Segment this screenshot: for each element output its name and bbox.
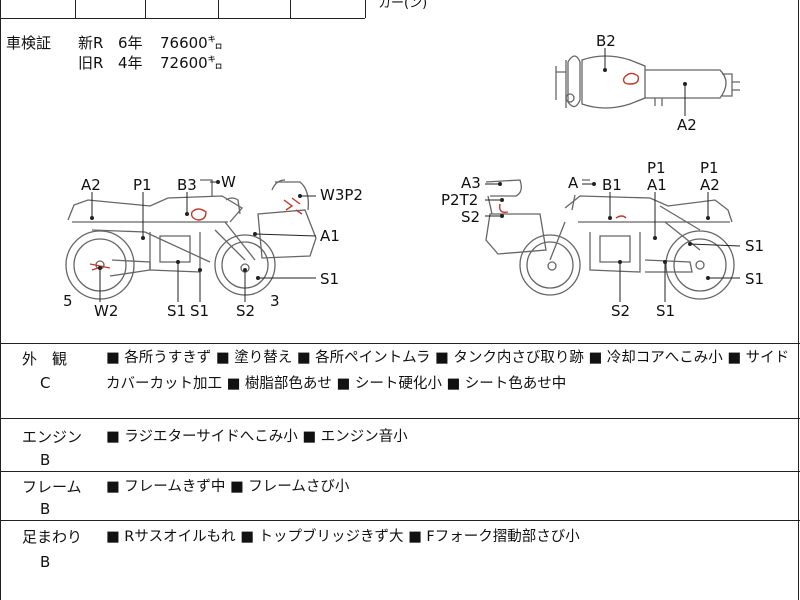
inspection-new-km: 76600㌔: [160, 34, 223, 52]
top-divider-3: [145, 0, 146, 18]
label-right-p1-b: P1: [700, 159, 719, 177]
label-top-b2: B2: [596, 32, 616, 50]
section-note-line: ■ フレームきず中 ■ フレームさび小: [106, 479, 350, 495]
inspection-label: 車検証: [6, 34, 52, 52]
label-right-a: A: [568, 174, 579, 192]
table-top-rule: [0, 343, 800, 344]
section-title: フレーム: [22, 478, 82, 496]
label-left-3: 3: [270, 292, 280, 310]
label-left-s1-right: S1: [320, 270, 340, 288]
label-right-p1-a: P1: [647, 159, 666, 177]
table-rule-3: [0, 520, 800, 521]
label-left-p1: P1: [133, 176, 152, 194]
table-rule-2: [0, 471, 800, 472]
label-left-a1: A1: [320, 227, 340, 245]
label-right-a3: A3: [461, 174, 481, 192]
label-right-b1: B1: [602, 176, 622, 194]
top-view-drawing: [555, 55, 740, 109]
section-grade: B: [40, 553, 51, 571]
section-note-line: カバーカット加工 ■ 樹脂部色あせ ■ シート硬化小 ■ シート色あせ中: [106, 376, 567, 392]
top-partial-text: カー(ン): [378, 0, 428, 11]
label-left-w: W: [221, 173, 236, 191]
label-right-a2: A2: [700, 176, 720, 194]
top-divider-4: [218, 0, 219, 18]
inspection-new-years: 6年: [118, 34, 143, 52]
label-left-5: 5: [63, 292, 73, 310]
left-side-view-drawing: [65, 179, 317, 300]
top-divider-2: [75, 0, 76, 18]
label-right-s1-bottom: S1: [656, 302, 676, 320]
label-left-a2: A2: [81, 176, 101, 194]
label-left-b3: B3: [177, 176, 197, 194]
label-right-s2-top: S2: [461, 208, 481, 226]
label-right-s1-upper: S1: [745, 237, 765, 255]
section-note-line: ■ 各所うすきず ■ 塗り替え ■ 各所ペイントムラ ■ タンク内さび取り跡 ■…: [106, 350, 790, 366]
section-grade: C: [40, 374, 51, 392]
label-right-s1-lower: S1: [745, 270, 765, 288]
top-divider-5: [290, 0, 291, 18]
label-left-w3p2: W3P2: [320, 186, 363, 204]
label-left-s1-b: S1: [190, 302, 210, 320]
label-top-a2: A2: [677, 116, 697, 134]
section-title: 外 観: [22, 350, 68, 368]
label-left-s1-a: S1: [167, 302, 187, 320]
table-rule-1: [0, 418, 800, 419]
section-note-line: ■ Rサスオイルもれ ■ トップブリッジきず大 ■ Fフォーク摺動部さび小: [106, 529, 580, 545]
label-right-p2t2: P2T2: [441, 191, 479, 209]
section-grade: B: [40, 451, 51, 469]
label-left-w2: W2: [94, 302, 119, 320]
inspection-old-km: 72600㌔: [160, 54, 223, 72]
inspection-old-type: 旧R: [78, 54, 104, 72]
section-title: エンジン: [22, 428, 83, 446]
right-border: [798, 0, 799, 600]
section-title: 足まわり: [22, 528, 83, 546]
label-right-a1: A1: [647, 176, 667, 194]
label-right-s2-bottom: S2: [611, 302, 631, 320]
section-note-line: ■ ラジエターサイドへこみ小 ■ エンジン音小: [106, 429, 408, 445]
label-left-s2: S2: [236, 302, 256, 320]
top-divider-1: [0, 0, 1, 600]
section-grade: B: [40, 500, 51, 518]
motorcycle-diagram: [65, 48, 741, 302]
top-border: [0, 18, 365, 19]
defect-marks: [89, 72, 640, 271]
inspection-old-years: 4年: [118, 54, 143, 72]
right-side-view-drawing: [485, 179, 735, 300]
top-divider-6: [365, 0, 366, 18]
inspection-new-type: 新R: [78, 34, 104, 52]
